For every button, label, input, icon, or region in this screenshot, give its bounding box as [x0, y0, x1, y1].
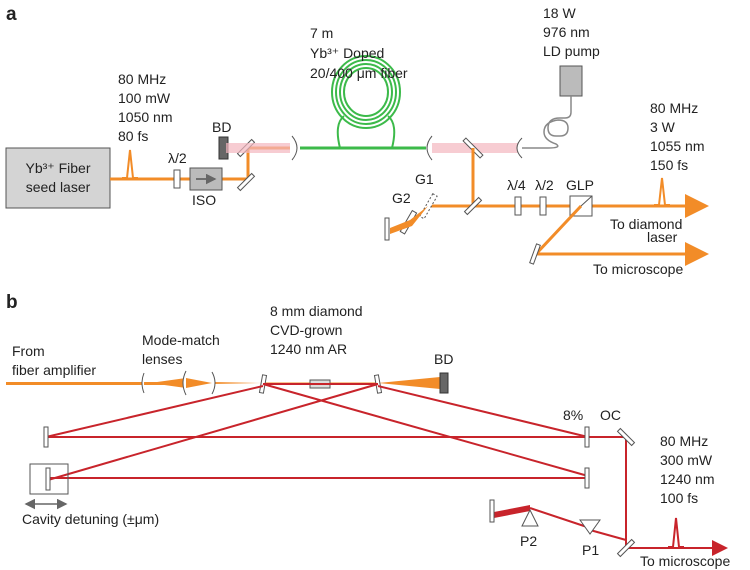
svg-text:18 W: 18 W [543, 5, 576, 21]
svg-text:7 m: 7 m [310, 25, 333, 41]
svg-text:lenses: lenses [142, 351, 182, 367]
pump-beam-b [6, 377, 440, 389]
grating-g1 [419, 193, 438, 220]
seed-params: 80 MHz 100 mW 1050 nm 80 fs [118, 71, 172, 144]
prism-beam [529, 507, 591, 529]
output-mirror [616, 538, 636, 558]
beam-dump-label-b: BD [434, 351, 453, 367]
svg-text:8 mm diamond: 8 mm diamond [270, 303, 363, 319]
svg-text:1240 nm AR: 1240 nm AR [270, 341, 347, 357]
glp-label: GLP [566, 177, 594, 193]
beam-dump-label: BD [212, 119, 231, 135]
half-wave-plate [173, 169, 181, 189]
svg-text:CVD-grown: CVD-grown [270, 322, 342, 338]
output-pulse-icon [668, 517, 684, 548]
prism-p2 [521, 508, 539, 527]
isolator-label: ISO [192, 192, 216, 208]
end-mirror-b [489, 499, 495, 523]
lens [182, 370, 187, 396]
half-wave-label-2: λ/2 [535, 177, 554, 193]
prism-p1-label: P1 [582, 542, 599, 558]
seed-laser-label-1: Yb³⁺ Fiber [26, 160, 91, 176]
cavity-mirror-8pct [584, 426, 590, 448]
prism-p1 [579, 519, 601, 535]
cavity-mirror [584, 467, 590, 489]
panel-b-letter: b [6, 292, 18, 313]
svg-text:80 MHz: 80 MHz [650, 100, 698, 116]
detuning-label: Cavity detuning (±μm) [22, 511, 159, 527]
prism-compressor-beam [494, 505, 530, 518]
grating-g2-label: G2 [392, 190, 411, 206]
seed-pulse-icon [122, 149, 138, 179]
pump-label: 18 W 976 nm LD pump [543, 5, 600, 59]
pump-diode [522, 65, 583, 149]
prism-beam [589, 529, 627, 541]
isolator [189, 167, 223, 191]
to-diamond-label-2: laser [647, 229, 678, 245]
quarter-wave-plate [514, 196, 522, 216]
to-microscope-label-b: To microscope [640, 553, 730, 569]
seed-laser: Yb³⁺ Fiber seed laser [5, 147, 111, 209]
amp-pulse-icon [654, 177, 670, 206]
crystal-label: 8 mm diamond CVD-grown 1240 nm AR [270, 303, 363, 357]
input-label: From fiber amplifier [12, 343, 96, 378]
half-wave-label: λ/2 [168, 150, 187, 166]
svg-text:80 MHz: 80 MHz [660, 433, 708, 449]
grating-g1-label: G1 [415, 171, 434, 187]
svg-text:From: From [12, 343, 45, 359]
fiber-label: 7 m Yb³⁺ Doped 20/400 μm fiber [310, 25, 408, 81]
svg-text:Mode-match: Mode-match [142, 332, 220, 348]
seed-laser-label-2: seed laser [26, 179, 91, 195]
svg-text:150 fs: 150 fs [650, 157, 688, 173]
lens [426, 135, 433, 161]
svg-text:Yb³⁺ Doped: Yb³⁺ Doped [310, 45, 384, 61]
seed-param: 80 fs [118, 128, 148, 144]
svg-text:LD pump: LD pump [543, 43, 600, 59]
to-diamond-label-1: To diamond [610, 216, 682, 232]
prism-p2-label: P2 [520, 533, 537, 549]
svg-text:1055 nm: 1055 nm [650, 138, 704, 154]
svg-text:1240 nm: 1240 nm [660, 471, 714, 487]
grating-beam [390, 206, 428, 234]
end-mirror [384, 217, 390, 241]
to-microscope-label-a: To microscope [593, 261, 683, 277]
beam-dump-b [439, 372, 449, 394]
amp-params: 80 MHz 3 W 1055 nm 150 fs [650, 100, 704, 173]
cavity-mirror [43, 426, 49, 448]
output-params: 80 MHz 300 mW 1240 nm 100 fs [660, 433, 714, 506]
svg-text:100 fs: 100 fs [660, 490, 698, 506]
panel-a-letter: a [6, 4, 17, 25]
lenses-label: Mode-match lenses [142, 332, 220, 367]
mirror [236, 172, 256, 192]
seed-param: 100 mW [118, 90, 171, 106]
svg-text:fiber amplifier: fiber amplifier [12, 362, 96, 378]
svg-text:20/400 μm fiber: 20/400 μm fiber [310, 65, 408, 81]
svg-text:300 mW: 300 mW [660, 452, 713, 468]
quarter-wave-label: λ/4 [507, 177, 526, 193]
output-coupler-label: OC [600, 407, 621, 423]
lens [141, 372, 145, 394]
mirror [463, 196, 483, 216]
lens [291, 135, 298, 161]
mirror [529, 243, 541, 265]
svg-text:976 nm: 976 nm [543, 24, 590, 40]
gain-fiber [300, 55, 426, 150]
pump-light-left [226, 143, 290, 153]
half-wave-plate-2 [539, 196, 547, 216]
lens [211, 371, 216, 395]
output-coupler-pct-label: 8% [563, 407, 583, 423]
seed-param: 1050 nm [118, 109, 172, 125]
svg-text:3 W: 3 W [650, 119, 676, 135]
seed-param: 80 MHz [118, 71, 166, 87]
translation-stage[interactable] [29, 463, 69, 495]
lens [516, 137, 523, 159]
raman-cavity-beam [45, 383, 728, 556]
output-coupler [616, 427, 636, 447]
